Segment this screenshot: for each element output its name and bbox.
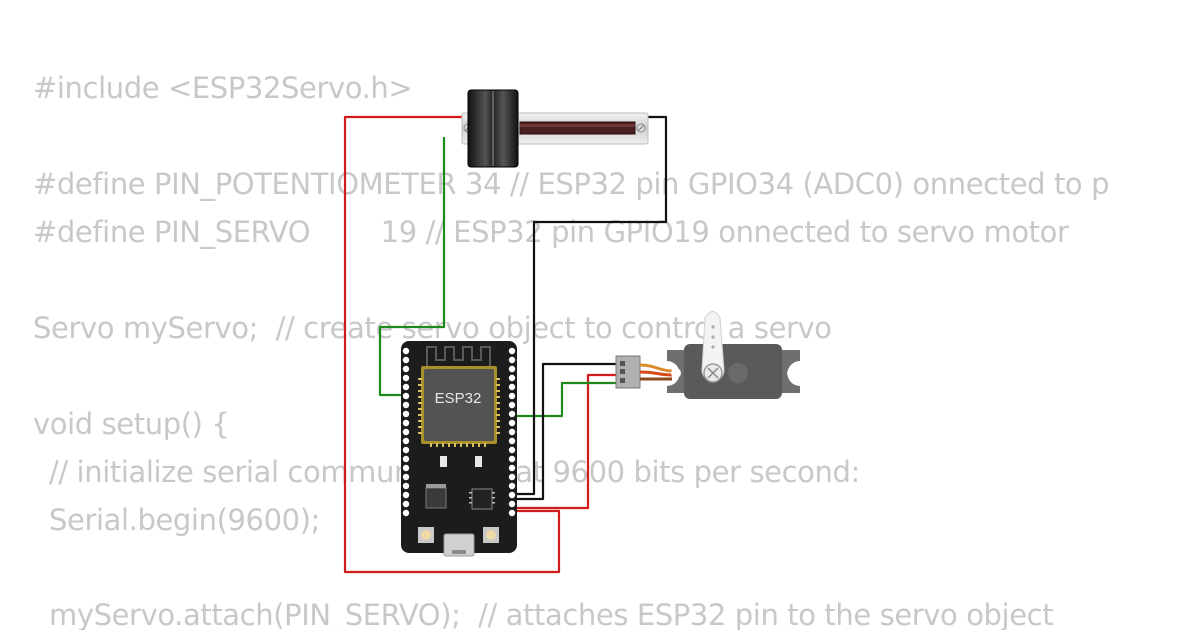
slide-potentiometer-icon[interactable] (461, 89, 649, 168)
servo-motor-icon[interactable] (667, 311, 800, 400)
code-line-servo-attach: myServo.attach(PIN_SERVO); // attaches E… (49, 598, 1054, 630)
voltage-regulator-icon (425, 487, 447, 509)
code-line-serial-begin: Serial.begin(9600); (49, 503, 320, 537)
wifi-antenna-icon (426, 346, 491, 366)
potentiometer-knob[interactable] (467, 89, 519, 168)
wires (343, 115, 668, 574)
code-line-define-potentiometer: #define PIN_POTENTIOMETER 34 // ESP32 pi… (33, 167, 1110, 201)
code-line-define-servo: #define PIN_SERVO 19 // ESP32 pin GPIO19… (33, 215, 1069, 249)
wire-red-servo-vplus (517, 373, 617, 510)
servo-horn[interactable] (701, 311, 725, 383)
code-line-setup: void setup() { (33, 407, 230, 441)
boot-button[interactable] (418, 527, 434, 543)
wire-black-servo-gnd (510, 362, 617, 501)
board-component-smd-1 (440, 456, 447, 467)
esp32-chip-label: ESP32 (435, 390, 482, 407)
code-line-comment-serial: // initialize serial communication at 96… (49, 455, 860, 489)
code-line-servo-object: Servo myServo; // create servo object to… (33, 311, 832, 345)
reset-button[interactable] (483, 527, 499, 543)
board-component-smd-2 (475, 456, 482, 467)
header-pins-right (508, 347, 516, 517)
usb-port-icon (443, 533, 475, 557)
servo-connector-icon (615, 355, 641, 389)
usb-uart-chip-icon (471, 488, 493, 510)
wire-black-potentiometer-gnd (510, 115, 668, 496)
header-pins-left (402, 347, 410, 517)
chip-pins (418, 378, 500, 447)
esp32-devkit-icon[interactable]: ESP32 (401, 341, 517, 557)
wire-green-potentiometer-signal (378, 137, 446, 397)
code-line-include: #include <ESP32Servo.h> (33, 71, 413, 105)
servo-cable (639, 363, 673, 381)
wire-green-servo-signal (510, 381, 617, 418)
wire-red-potentiometer-vcc (343, 115, 561, 574)
